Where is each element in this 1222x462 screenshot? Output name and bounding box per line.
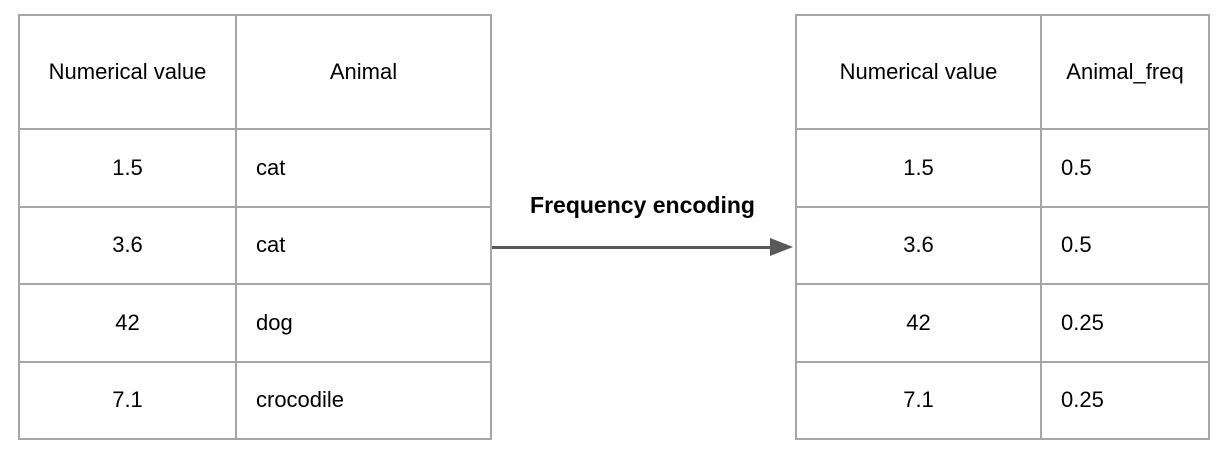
table-row: 1.5 cat [18,128,492,208]
table-row: 7.1 crocodile [18,360,492,440]
numerical-value-cell: 7.1 [795,360,1042,440]
original-table-header: Numerical value Animal [18,14,492,130]
table-row: 42 0.25 [795,283,1210,363]
transform-label: Frequency encoding [530,192,755,218]
animal-freq-cell: 0.25 [1040,283,1210,363]
encoded-table-header: Numerical value Animal_freq [795,14,1210,130]
table-row: 7.1 0.25 [795,360,1210,440]
table-row: 1.5 0.5 [795,128,1210,208]
table-row: 42 dog [18,283,492,363]
arrow-head [770,238,793,256]
header-animal: Animal [235,14,492,130]
animal-cell: cat [235,205,492,285]
arrow-right-icon [492,238,793,257]
header-row: Numerical value Animal_freq [795,14,1210,130]
encoded-table: Numerical value Animal_freq 1.5 0.5 3.6 … [795,14,1210,440]
numerical-value-cell: 1.5 [795,128,1042,208]
numerical-value-cell: 42 [795,283,1042,363]
arrow-shaft [492,246,772,249]
original-table: Numerical value Animal 1.5 cat 3.6 cat 4… [18,14,492,440]
animal-freq-cell: 0.25 [1040,360,1210,440]
header-row: Numerical value Animal [18,14,492,130]
numerical-value-cell: 3.6 [795,205,1042,285]
animal-cell: cat [235,128,492,208]
header-numerical-value: Numerical value [795,14,1042,130]
original-table-body: 1.5 cat 3.6 cat 42 dog 7.1 crocodile [18,128,492,440]
animal-cell: dog [235,283,492,363]
numerical-value-cell: 7.1 [18,360,237,440]
numerical-value-cell: 42 [18,283,237,363]
animal-cell: crocodile [235,360,492,440]
animal-freq-cell: 0.5 [1040,205,1210,285]
numerical-value-cell: 3.6 [18,205,237,285]
table-row: 3.6 cat [18,205,492,285]
header-animal-freq: Animal_freq [1040,14,1210,130]
header-numerical-value: Numerical value [18,14,237,130]
animal-freq-cell: 0.5 [1040,128,1210,208]
table-row: 3.6 0.5 [795,205,1210,285]
encoded-table-body: 1.5 0.5 3.6 0.5 42 0.25 7.1 0.25 [795,128,1210,440]
numerical-value-cell: 1.5 [18,128,237,208]
